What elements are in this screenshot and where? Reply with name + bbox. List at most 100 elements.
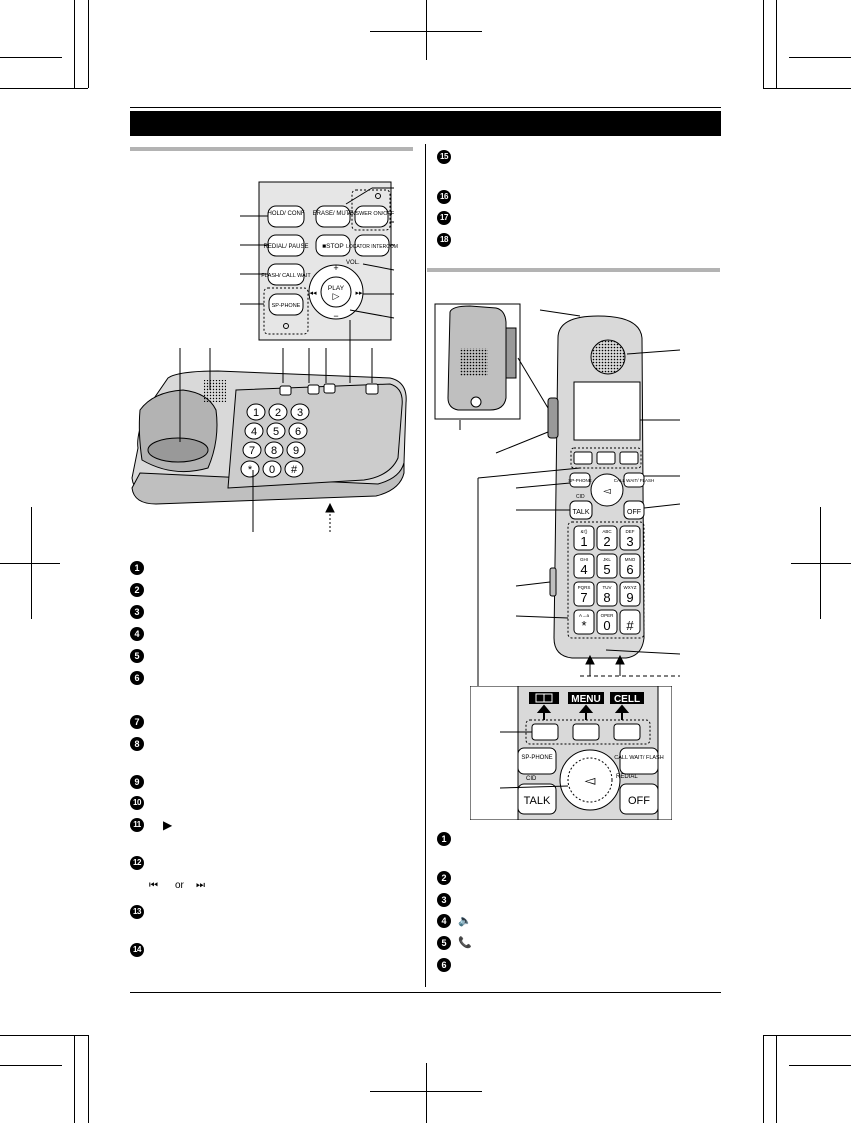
hold-conf-label: HOLD/ CONF [267,211,304,217]
stop-button[interactable]: ■STOP [315,234,351,257]
callout-number: 6 [437,958,451,972]
detail-flash-label: CALL WAIT/ FLASH [614,755,663,761]
callout-number: 7 [130,715,144,729]
crop-mark [88,0,89,88]
skip-forward-icon: ⏭ [196,880,205,891]
redial-pause-label: REDIAL/ PAUSE [264,244,309,250]
handset-key-letters: MNO [625,557,636,562]
base-unit-body [131,370,407,505]
sp-phone-label: SP-PHONE [272,303,301,309]
base-key[interactable]: 6 [288,422,308,440]
base-key-label: # [291,464,298,476]
svg-text:◅: ◅ [603,486,611,497]
play-triangle-icon: ▶ [163,818,173,832]
soft-key-left[interactable] [531,723,559,741]
callout-number: 17 [437,211,451,225]
crop-mark [776,0,777,88]
soft-key-middle[interactable] [572,723,600,741]
base-key[interactable]: # [284,460,304,478]
hold-conf-button[interactable]: HOLD/ CONF [267,205,305,228]
skip-forward-icon[interactable]: ▸▸ [355,290,363,297]
crop-mark [0,563,60,564]
detail-talk-label: TALK [524,795,551,807]
base-speaker-grille [204,380,226,402]
crop-mark [0,88,88,89]
detail-redial-label: REDIAL [616,774,638,780]
base-key[interactable]: 7 [242,441,262,459]
base-key[interactable]: 3 [290,403,310,421]
callout-number: 1 [437,832,451,846]
handset-key-letters: A→a [579,613,590,618]
handset-key-digit: 9 [626,590,633,605]
nav-left-icon[interactable]: ◅ [585,772,596,788]
volume-down-icon[interactable]: − [333,311,338,321]
handset-key-letters: DEF [626,529,635,534]
redial-pause-button[interactable]: REDIAL/ PAUSE [264,234,309,257]
crop-mark [0,1065,62,1066]
base-key[interactable]: 4 [244,422,264,440]
base-key[interactable]: 2 [268,403,288,421]
base-key[interactable]: 9 [286,441,306,459]
handset-key-letters: &'() [581,529,588,534]
cell-soft-label: CELL [614,694,640,705]
handset-key[interactable]: &'()1 [573,525,595,551]
base-leader-lines [179,320,373,534]
sp-phone-button[interactable]: SP-PHONE [263,287,309,335]
play-label: PLAY [328,285,345,292]
callout-number: 1 [130,561,144,575]
base-key-label: 1 [253,407,259,419]
base-key[interactable]: 5 [266,422,286,440]
base-key[interactable]: 0 [262,460,282,478]
section-rule-base-unit [130,147,413,151]
crop-mark [74,1035,75,1123]
skip-back-icon[interactable]: ◂◂ [309,290,317,297]
speaker-icon: 🔈 [458,915,472,927]
detail-off-label: OFF [628,795,650,807]
handset-display [573,381,641,441]
erase-mute-button[interactable]: ERASE/ MUTE [313,205,354,228]
base-key[interactable]: 1 [246,403,266,421]
callout-number: 12 [130,856,144,870]
callout-number: 5 [437,936,451,950]
handset-key-digit: 4 [580,562,587,577]
crop-mark [776,1035,777,1123]
callout-number: 3 [437,893,451,907]
handset-off-label: OFF [627,509,641,516]
crop-mark [31,507,32,619]
callout-number: 16 [437,190,451,204]
handset-key-letters: JKL [603,557,611,562]
detail-leader-lines [499,731,569,789]
volume-label: VOL. [346,260,360,266]
volume-up-icon[interactable]: + [333,263,338,273]
callout-number: 13 [130,905,144,919]
detail-cid-label: CID [526,776,537,782]
base-top-buttons [279,383,379,396]
section-rule-handset [427,268,720,272]
base-key[interactable]: * [240,460,260,478]
callout-number: 14 [130,943,144,957]
handset-key[interactable]: # [619,609,641,635]
soft-key-arrows [536,704,630,720]
soft-key-right[interactable] [613,723,641,741]
talk-icon: 📞 [458,937,472,949]
base-key[interactable]: 8 [264,441,284,459]
handset-sp-phone-label: SP-PHONE [568,478,592,483]
answer-onoff-button[interactable]: ANSWER ON/OFF [348,189,395,231]
callout-number: 4 [130,627,144,641]
handset-detail-inset: MENU CELL SP-PHONE CALL WAIT/ FLASH ◅ CI… [470,686,672,820]
play-dial[interactable]: PLAY ▷ + − ◂◂ ▸▸ [308,263,364,321]
crop-mark [74,0,75,88]
base-key-label: 5 [273,426,279,438]
handset-key[interactable]: A→a* [573,609,595,635]
handset-key-letters: WXYZ [624,585,637,590]
callout-number: 6 [130,671,144,685]
